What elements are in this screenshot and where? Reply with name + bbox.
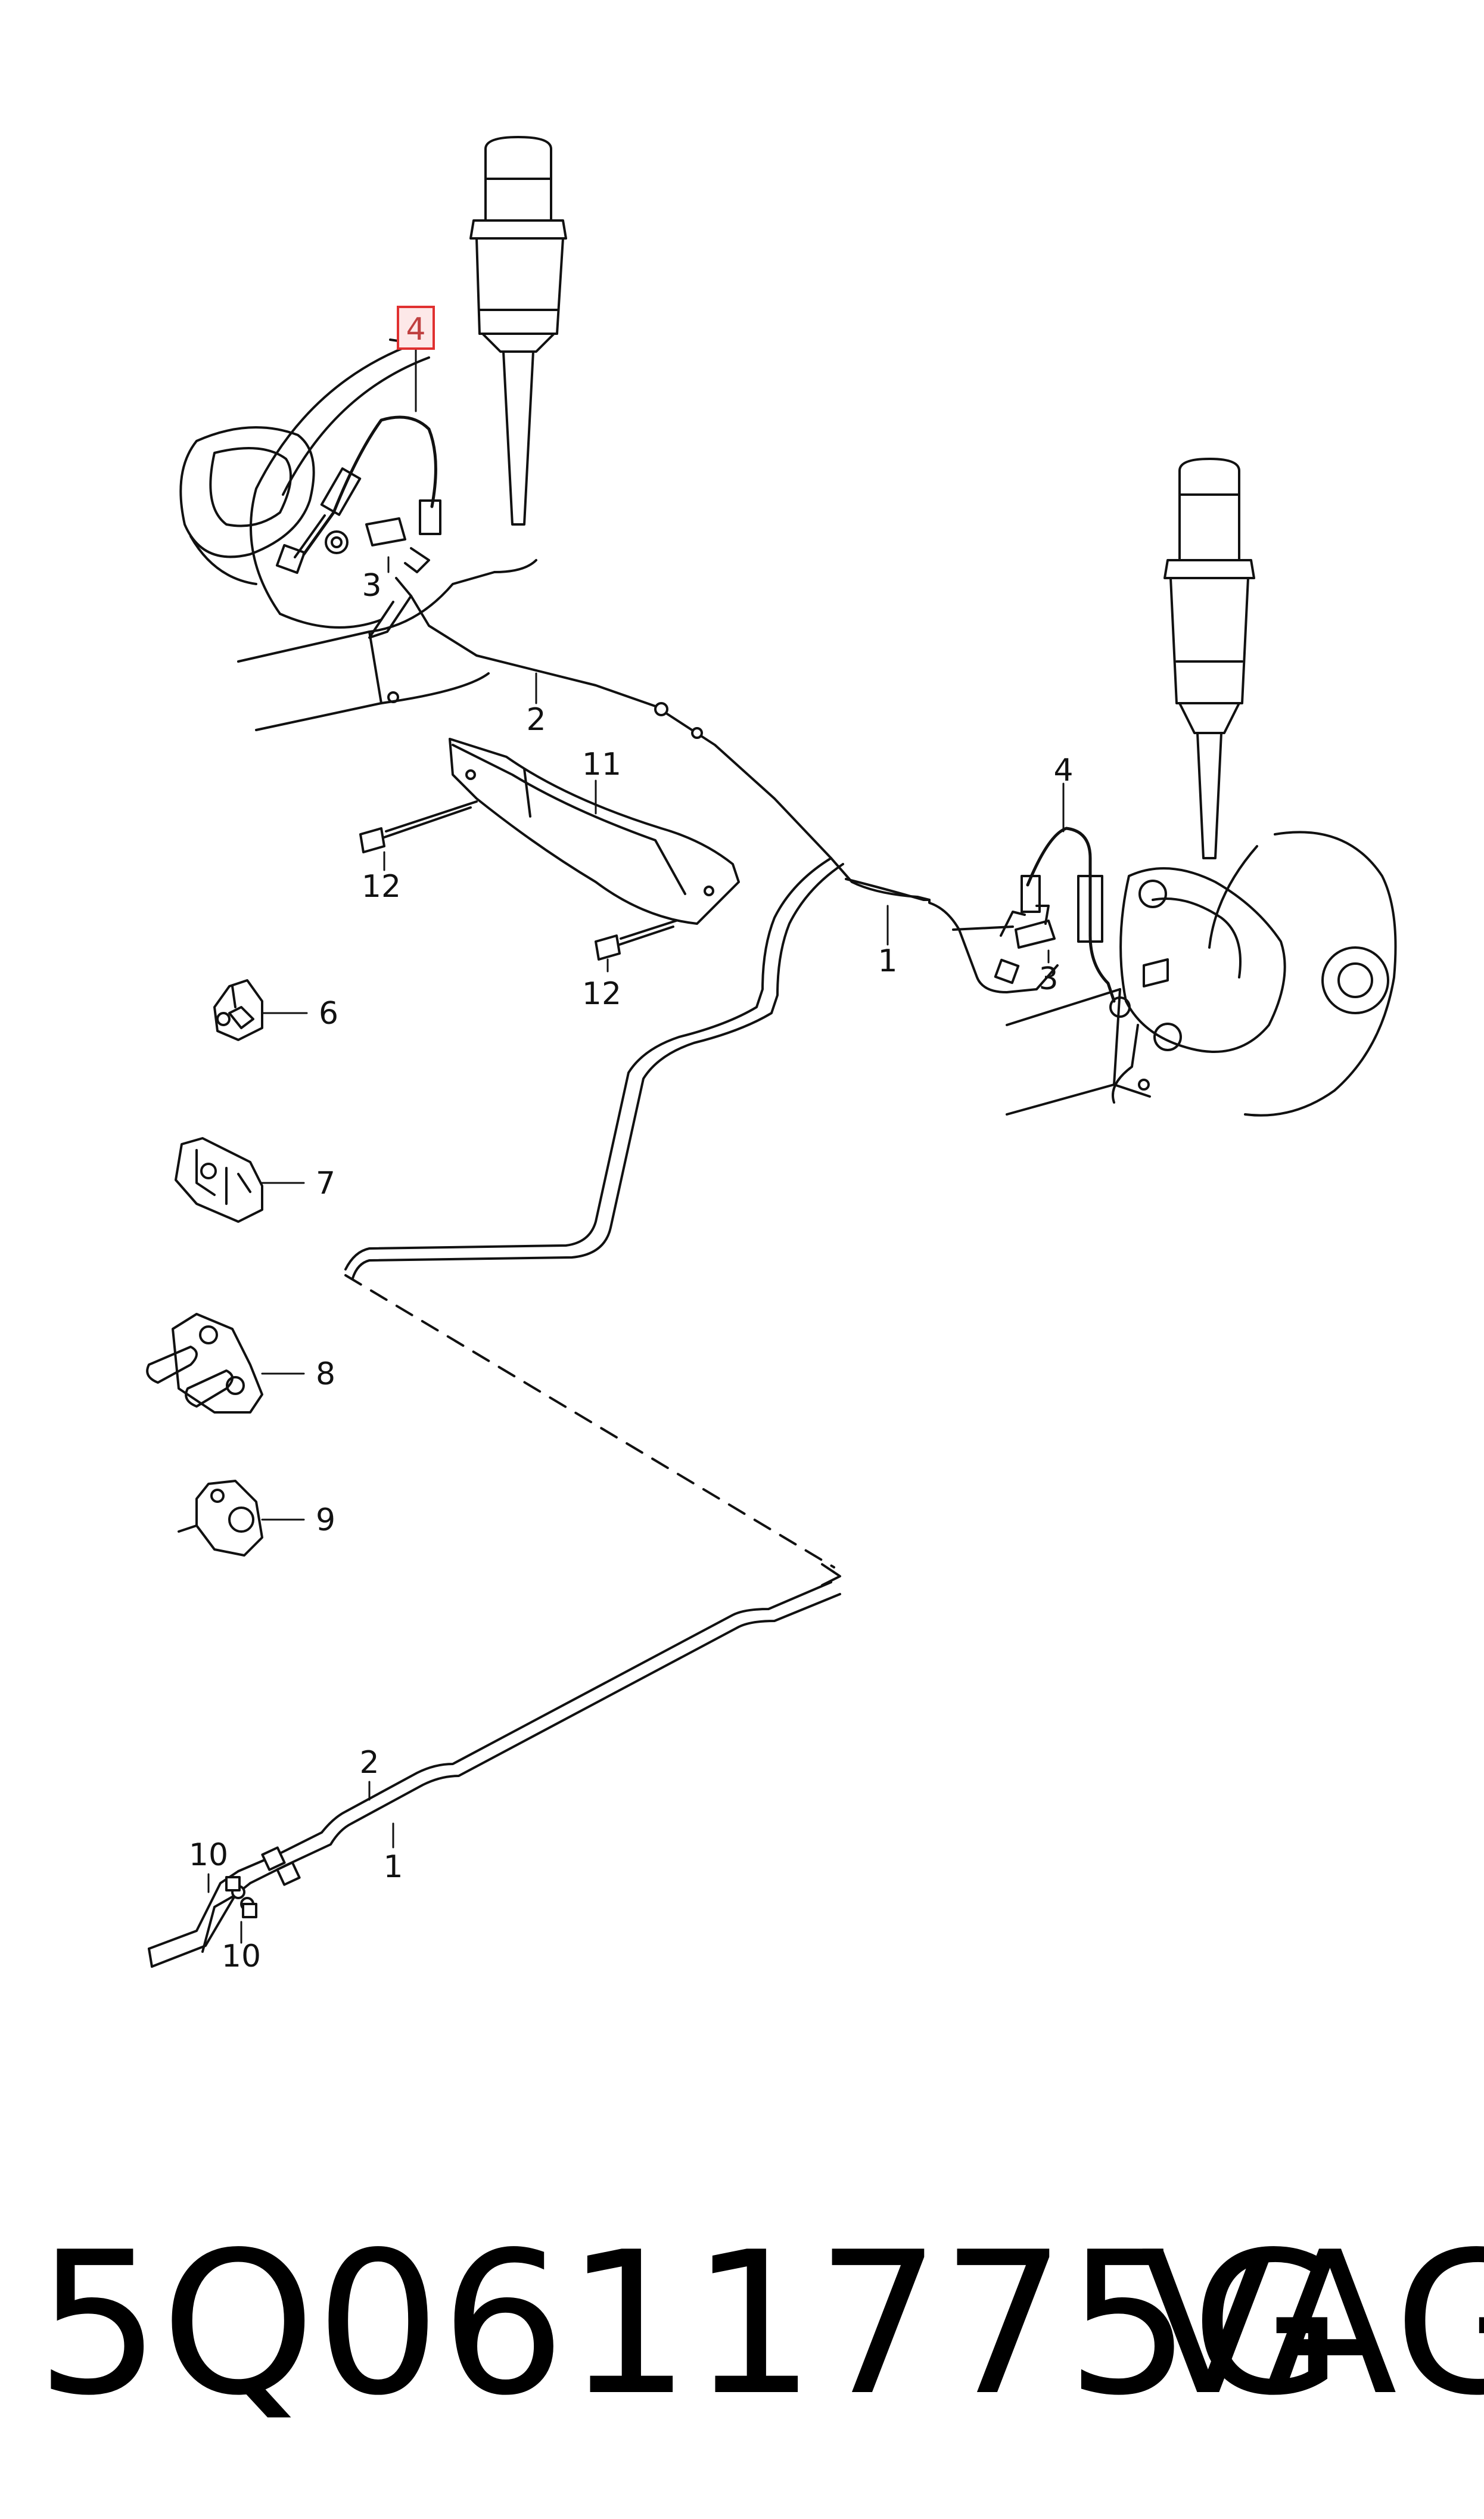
callout-7[interactable]: 7 <box>316 1166 335 1201</box>
break-line-dashed <box>344 1274 841 1586</box>
brand-label: VAG <box>1141 2210 1484 2439</box>
callout-3-right[interactable]: 3 <box>1038 961 1058 997</box>
callout-2-top[interactable]: 2 <box>526 702 546 738</box>
callout-4-highlight[interactable]: 4 <box>406 312 425 347</box>
clip-8 <box>146 1313 263 1414</box>
left-axle-housing <box>237 559 537 731</box>
brake-lines-lower-run <box>148 1581 841 1968</box>
right-axle-housing <box>1006 988 1151 1116</box>
right-brake-caliper <box>1112 867 1286 1104</box>
brake-lines-main-run <box>344 857 931 1279</box>
clip-6 <box>213 979 263 1041</box>
heat-shield <box>449 738 740 925</box>
clip-7 <box>175 1137 263 1223</box>
callout-1-bottom[interactable]: 1 <box>383 1849 403 1885</box>
callout-6[interactable]: 6 <box>319 996 338 1032</box>
left-brake-caliper <box>179 426 382 629</box>
clip-9 <box>178 1480 263 1557</box>
footer: 5Q0611775G VAG <box>0 2199 1484 2449</box>
right-brake-hose <box>1021 827 1169 1018</box>
callout-8[interactable]: 8 <box>316 1356 335 1392</box>
brake-line-diagram: 4 3 2 11 12 12 4 1 3 6 7 8 9 2 1 10 10 <box>146 136 1397 1974</box>
bolt-12-lower <box>595 920 677 961</box>
callout-10-upper[interactable]: 10 <box>189 1837 228 1873</box>
left-brake-disc <box>250 338 430 615</box>
left-hose-bracket <box>365 517 430 639</box>
brake-line-1-upper <box>845 878 1059 993</box>
right-shock-absorber <box>1163 458 1255 859</box>
callout-1-top[interactable]: 1 <box>878 943 897 979</box>
leader-lines <box>207 344 1065 1944</box>
callout-11[interactable]: 11 <box>582 747 621 782</box>
brake-line-2-upper <box>410 595 832 859</box>
callout-2-bottom[interactable]: 2 <box>359 1745 379 1781</box>
right-hose-bracket <box>952 905 1056 984</box>
callout-9[interactable]: 9 <box>316 1502 335 1538</box>
callout-4-right[interactable]: 4 <box>1053 753 1073 788</box>
callout-3-left[interactable]: 3 <box>362 568 381 604</box>
callout-4-highlight-box[interactable] <box>397 306 435 350</box>
part-number: 5Q0611775G <box>36 2210 1344 2439</box>
right-brake-disc <box>1208 831 1397 1117</box>
callout-10-lower[interactable]: 10 <box>222 1939 261 1974</box>
left-shock-absorber <box>469 136 567 526</box>
callout-12-lower[interactable]: 12 <box>582 976 621 1012</box>
left-brake-hose <box>275 415 441 574</box>
callout-12-upper[interactable]: 12 <box>362 869 401 905</box>
bolt-12-upper <box>359 800 478 853</box>
